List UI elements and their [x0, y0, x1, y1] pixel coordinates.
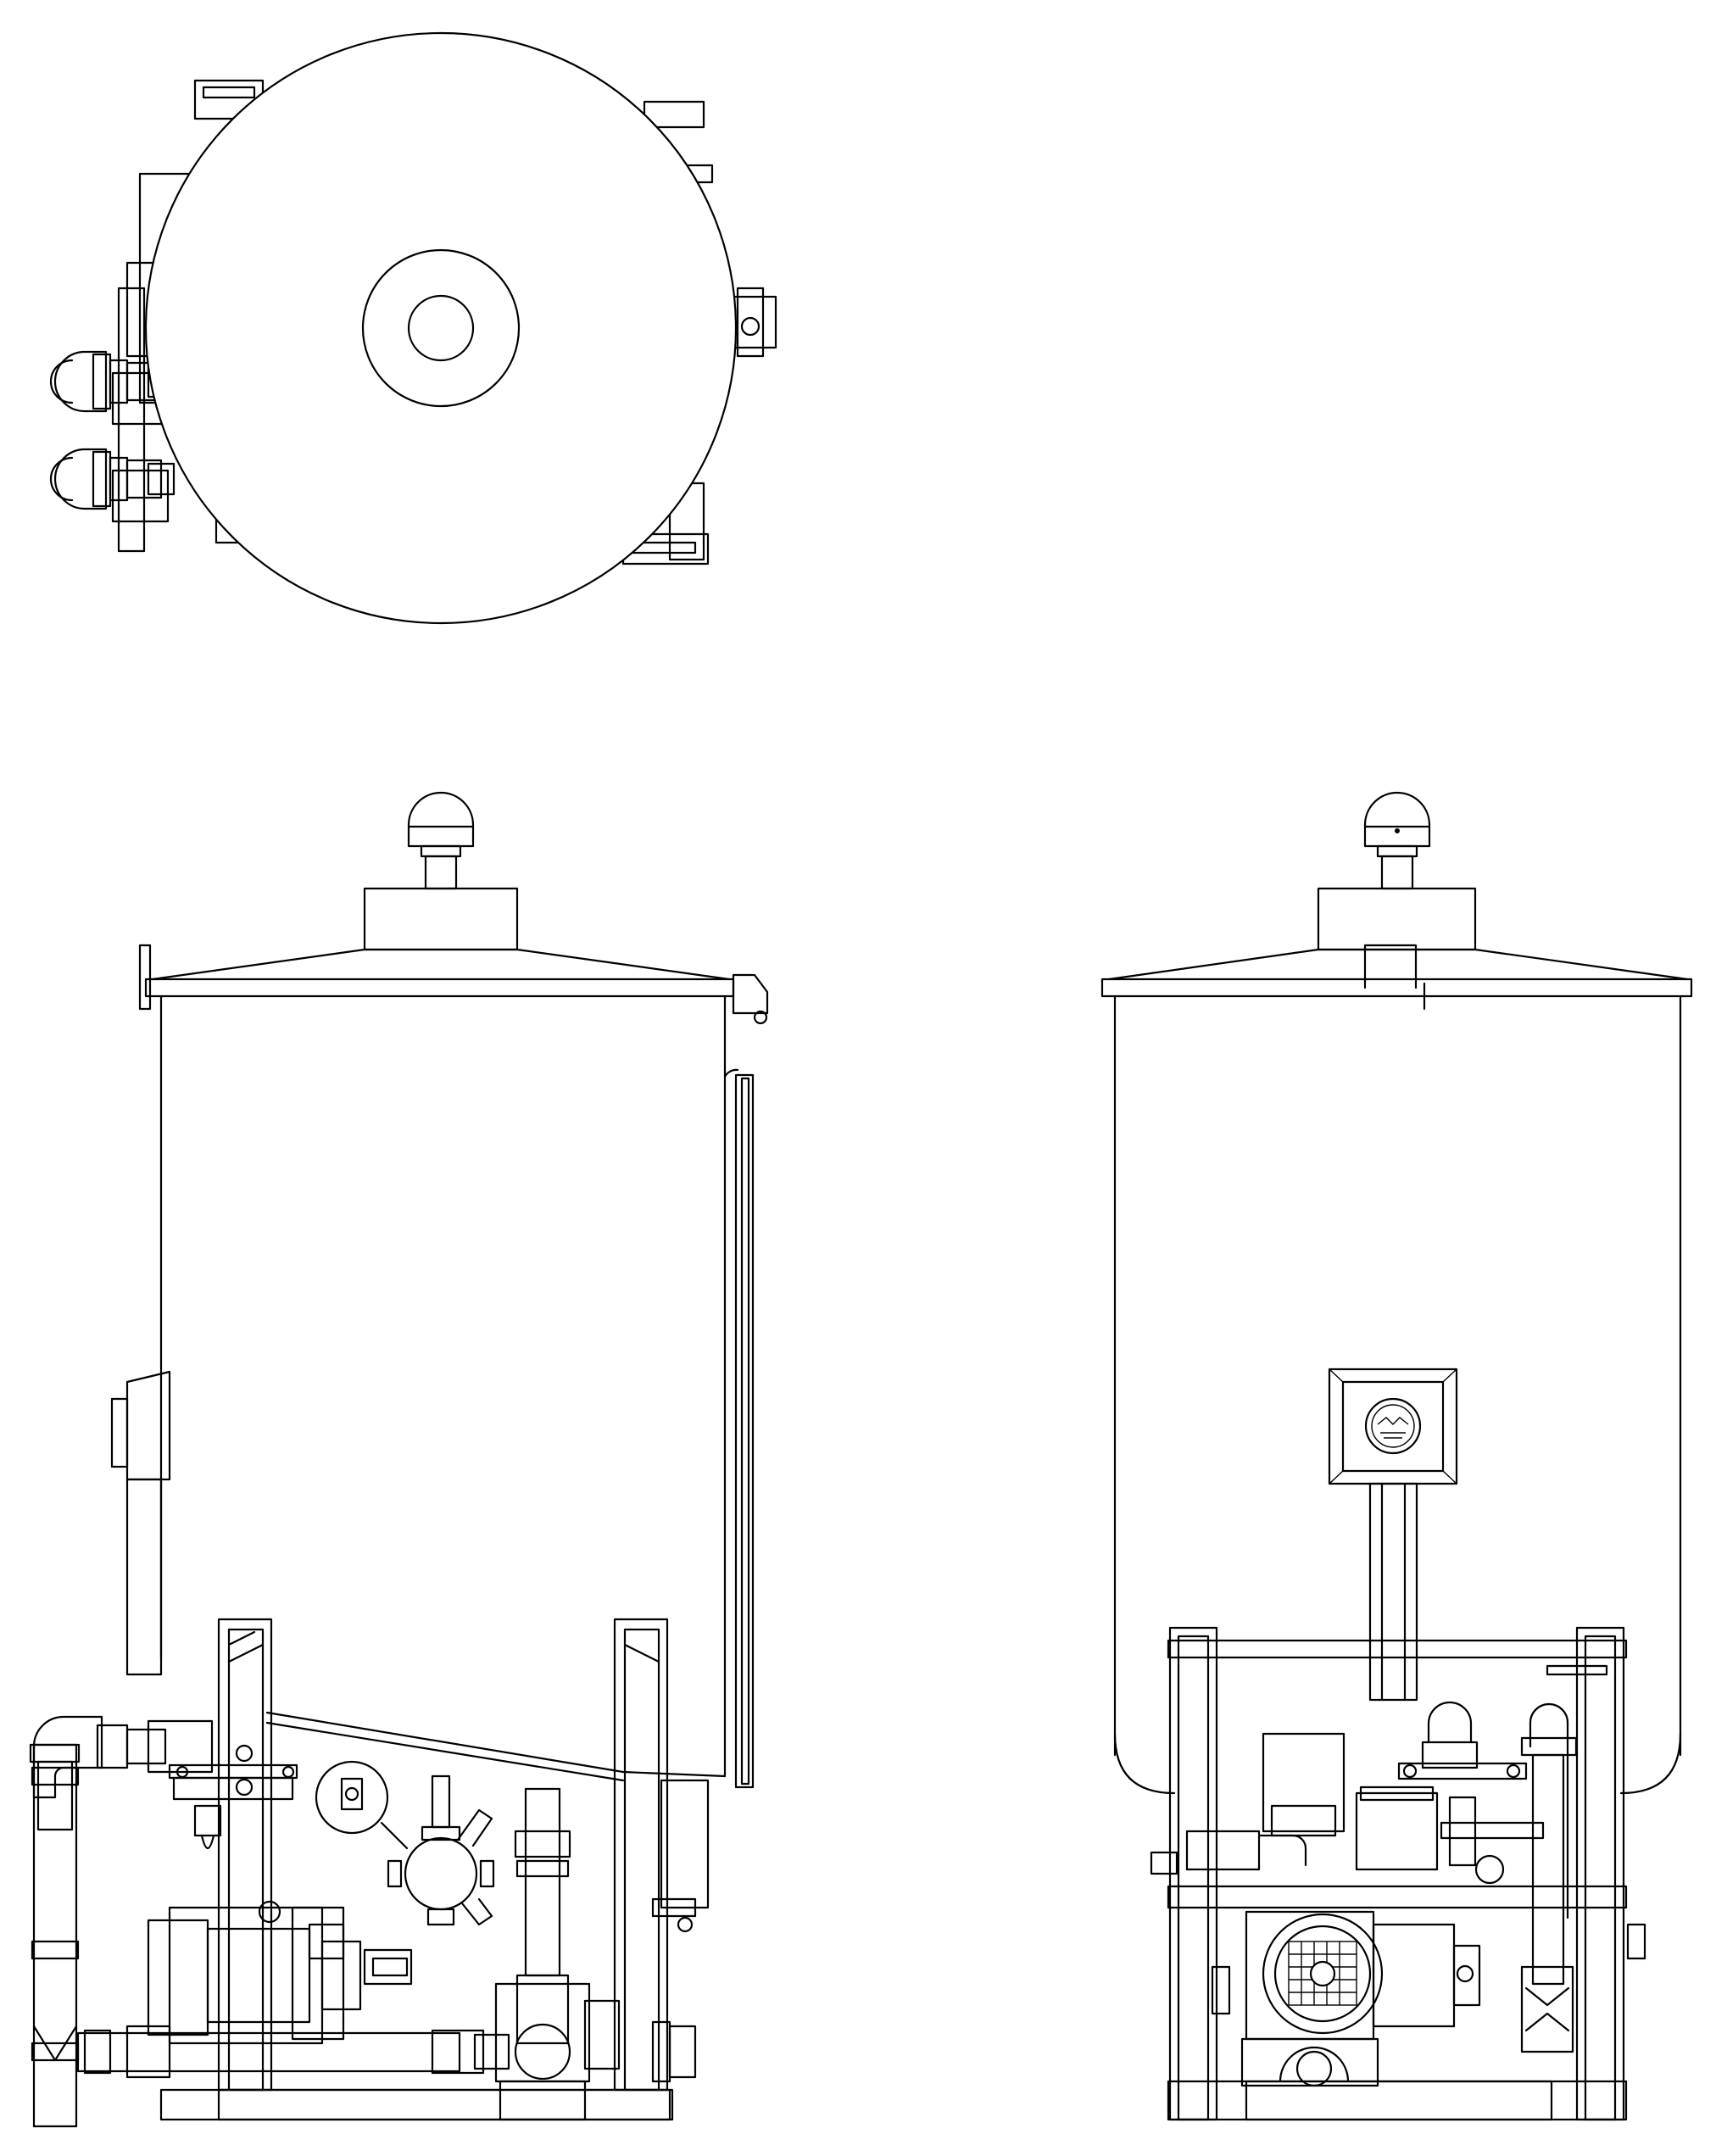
side-view-cross-valve	[387, 1774, 495, 1926]
side-view	[29, 791, 769, 2128]
front-view-frame	[1167, 1626, 1628, 2121]
side-view-tank-body	[159, 994, 727, 1782]
front-view-lid-rim	[1100, 978, 1693, 998]
side-view-lid-cone	[151, 948, 731, 981]
side-view-lid-boss	[363, 887, 519, 951]
front-view-control-box	[1328, 1368, 1458, 1485]
top-view-tank-shell	[144, 31, 738, 625]
side-view-discharge-pipe	[76, 2025, 510, 2079]
top-view-pipe-lower	[49, 448, 176, 523]
side-view-lid-rim	[144, 978, 735, 998]
side-view-outlet-stub	[651, 1779, 710, 1933]
front-view-lid-cone	[1107, 948, 1689, 981]
front-view-pump-casing	[1240, 2037, 1379, 2087]
top-view-lid-boss	[361, 248, 521, 408]
side-view-riser-pipe	[514, 1787, 571, 2045]
front-view-pipe-loops	[1421, 1664, 1608, 1986]
top-view	[49, 31, 777, 625]
side-view-elbow-pipe	[29, 1715, 214, 1831]
front-view-upper-equipment	[1150, 1732, 1545, 1885]
side-view-drain-pipe	[31, 1743, 80, 2128]
front-view-check-valve	[1211, 1923, 1646, 2053]
side-view-gate-valve	[494, 1982, 697, 2121]
side-view-gauge	[315, 1760, 409, 1850]
front-view	[1100, 791, 1693, 2121]
side-view-flange	[168, 1744, 298, 1850]
front-view-tank-body	[1113, 994, 1682, 1795]
front-view-lid-handle	[1363, 944, 1418, 989]
front-view-conduit	[1368, 1482, 1418, 1702]
top-view-vent-cap	[407, 294, 475, 362]
front-view-pump-motor	[1245, 1910, 1481, 2041]
side-view-sight-tube	[723, 1068, 755, 1789]
side-view-drain-box	[110, 1370, 171, 1676]
side-view-vent	[407, 791, 475, 890]
front-view-vent	[1363, 791, 1431, 890]
side-view-pump-motor	[147, 1900, 413, 2045]
side-view-frame	[159, 1618, 674, 2121]
front-view-logo-seal	[1364, 1397, 1422, 1455]
front-view-lid-boss	[1317, 887, 1477, 951]
